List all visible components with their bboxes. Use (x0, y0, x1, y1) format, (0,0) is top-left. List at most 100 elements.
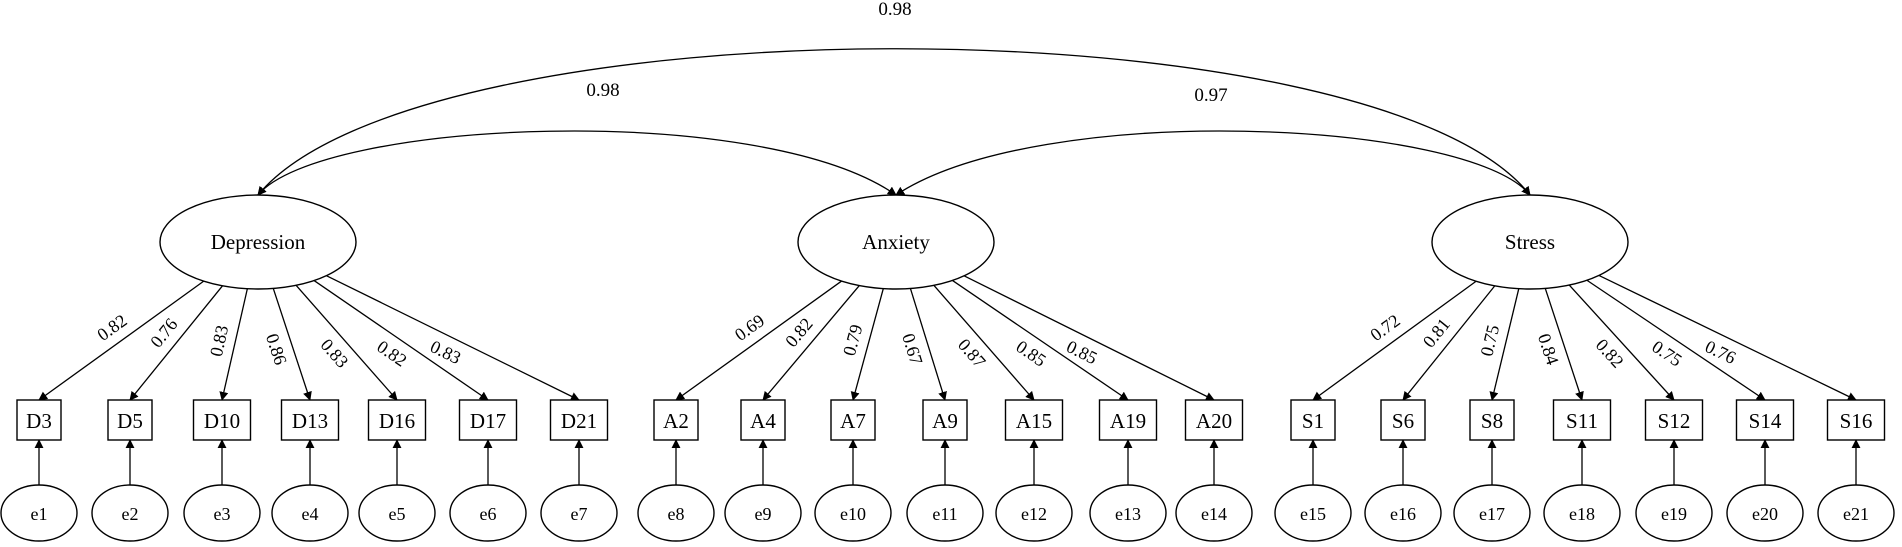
loading-value-a19: 0.85 (1013, 336, 1050, 370)
error-ellipse-e5 (358, 484, 436, 542)
error-ellipse-e3 (183, 484, 261, 542)
error-label-e16: e16 (1390, 504, 1416, 524)
indicator-label-s1: S1 (1302, 409, 1324, 433)
loading-value-d10: 0.83 (206, 323, 232, 358)
error-ellipse-e21 (1817, 484, 1895, 542)
loading-arrow-a4 (762, 285, 860, 401)
loading-value-a4: 0.82 (781, 314, 817, 351)
loading-value-d16: 0.83 (317, 335, 353, 372)
indicator-label-s8: S8 (1481, 409, 1503, 433)
indicator-label-d16: D16 (379, 409, 415, 433)
error-ellipse-e13 (1089, 484, 1167, 542)
error-ellipse-e9 (724, 484, 802, 542)
covariance-arrow-dep-anx (257, 130, 897, 196)
loading-value-d13: 0.86 (262, 331, 291, 367)
indicator-label-a2: A2 (663, 409, 689, 433)
indicator-label-a7: A7 (840, 409, 866, 433)
error-label-e11: e11 (932, 504, 957, 524)
indicator-box-a2 (653, 399, 699, 441)
indicator-label-d10: D10 (204, 409, 240, 433)
indicator-box-d5 (107, 399, 153, 441)
indicator-box-a20 (1184, 399, 1244, 441)
error-ellipse-e12 (995, 484, 1073, 542)
loading-arrow-s16 (1598, 274, 1857, 401)
indicator-label-d17: D17 (470, 409, 506, 433)
indicator-box-d21 (549, 399, 609, 441)
error-label-e7: e7 (571, 504, 588, 524)
indicator-box-s11 (1552, 399, 1612, 441)
indicator-box-s6 (1380, 399, 1426, 441)
loading-value-d17: 0.82 (373, 336, 410, 370)
loading-arrow-a9 (909, 288, 947, 401)
indicator-label-a19: A19 (1110, 409, 1146, 433)
error-label-e18: e18 (1569, 504, 1595, 524)
error-ellipse-e19 (1635, 484, 1713, 542)
loading-arrow-a7 (850, 288, 884, 401)
error-label-e21: e21 (1843, 504, 1869, 524)
error-label-e17: e17 (1479, 504, 1505, 524)
indicator-label-s14: S14 (1749, 409, 1782, 433)
error-label-e9: e9 (755, 504, 772, 524)
loading-arrow-a15 (933, 284, 1035, 401)
error-ellipse-e4 (271, 484, 349, 542)
loading-arrow-a19 (952, 279, 1129, 401)
loading-value-a2: 0.69 (731, 310, 768, 345)
factor-label-dep: Depression (211, 230, 306, 254)
error-ellipse-e7 (540, 484, 618, 542)
loading-value-s1: 0.72 (1366, 310, 1403, 345)
indicator-box-s14 (1735, 399, 1795, 441)
error-label-e1: e1 (31, 504, 48, 524)
error-label-e5: e5 (389, 504, 406, 524)
error-ellipse-e17 (1453, 484, 1531, 542)
indicator-box-a7 (830, 399, 876, 441)
covariance-value-anx-str: 0.97 (1194, 85, 1227, 106)
indicator-label-s16: S16 (1840, 409, 1873, 433)
loading-arrow-s1 (1312, 280, 1477, 401)
loading-arrow-s12 (1568, 284, 1675, 401)
error-label-e8: e8 (668, 504, 685, 524)
factor-label-str: Stress (1505, 230, 1555, 254)
loading-arrow-d3 (38, 280, 205, 401)
loading-value-a9: 0.67 (898, 331, 926, 367)
indicator-label-a9: A9 (932, 409, 958, 433)
loading-arrow-d13 (272, 288, 312, 401)
loading-value-s8: 0.75 (1476, 323, 1503, 358)
error-ellipse-e1 (0, 484, 78, 542)
indicator-box-d10 (192, 399, 252, 441)
error-label-e12: e12 (1021, 504, 1047, 524)
indicator-label-a15: A15 (1016, 409, 1052, 433)
indicator-box-s1 (1290, 399, 1336, 441)
factor-label-anx: Anxiety (862, 230, 930, 254)
error-ellipse-e11 (906, 484, 984, 542)
error-label-e15: e15 (1300, 504, 1326, 524)
error-ellipse-e15 (1274, 484, 1352, 542)
error-label-e13: e13 (1115, 504, 1141, 524)
indicator-box-a9 (922, 399, 968, 441)
loading-arrow-s6 (1402, 285, 1496, 401)
loading-value-a7: 0.79 (839, 322, 867, 358)
indicator-box-a19 (1098, 399, 1158, 441)
covariance-arrow-dep-str (257, 48, 1531, 196)
loading-value-s12: 0.82 (1592, 335, 1628, 372)
covariance-value-dep-anx: 0.98 (586, 80, 619, 101)
indicator-label-s12: S12 (1658, 409, 1691, 433)
error-label-e20: e20 (1752, 504, 1778, 524)
error-ellipse-e6 (449, 484, 527, 542)
loading-arrow-a2 (675, 280, 842, 401)
indicator-box-s8 (1469, 399, 1515, 441)
error-label-e14: e14 (1201, 504, 1227, 524)
error-ellipse-e10 (814, 484, 892, 542)
factor-ellipse-dep (159, 194, 357, 290)
loading-value-a15: 0.87 (954, 335, 990, 372)
loading-arrow-d10 (219, 288, 248, 401)
indicator-box-a4 (740, 399, 786, 441)
error-ellipse-e14 (1175, 484, 1253, 542)
indicator-label-s6: S6 (1392, 409, 1414, 433)
error-label-e3: e3 (214, 504, 231, 524)
error-ellipse-e2 (91, 484, 169, 542)
error-label-e10: e10 (840, 504, 866, 524)
loading-arrow-d16 (295, 284, 398, 401)
indicator-box-s12 (1644, 399, 1704, 441)
indicator-box-d16 (367, 399, 427, 441)
